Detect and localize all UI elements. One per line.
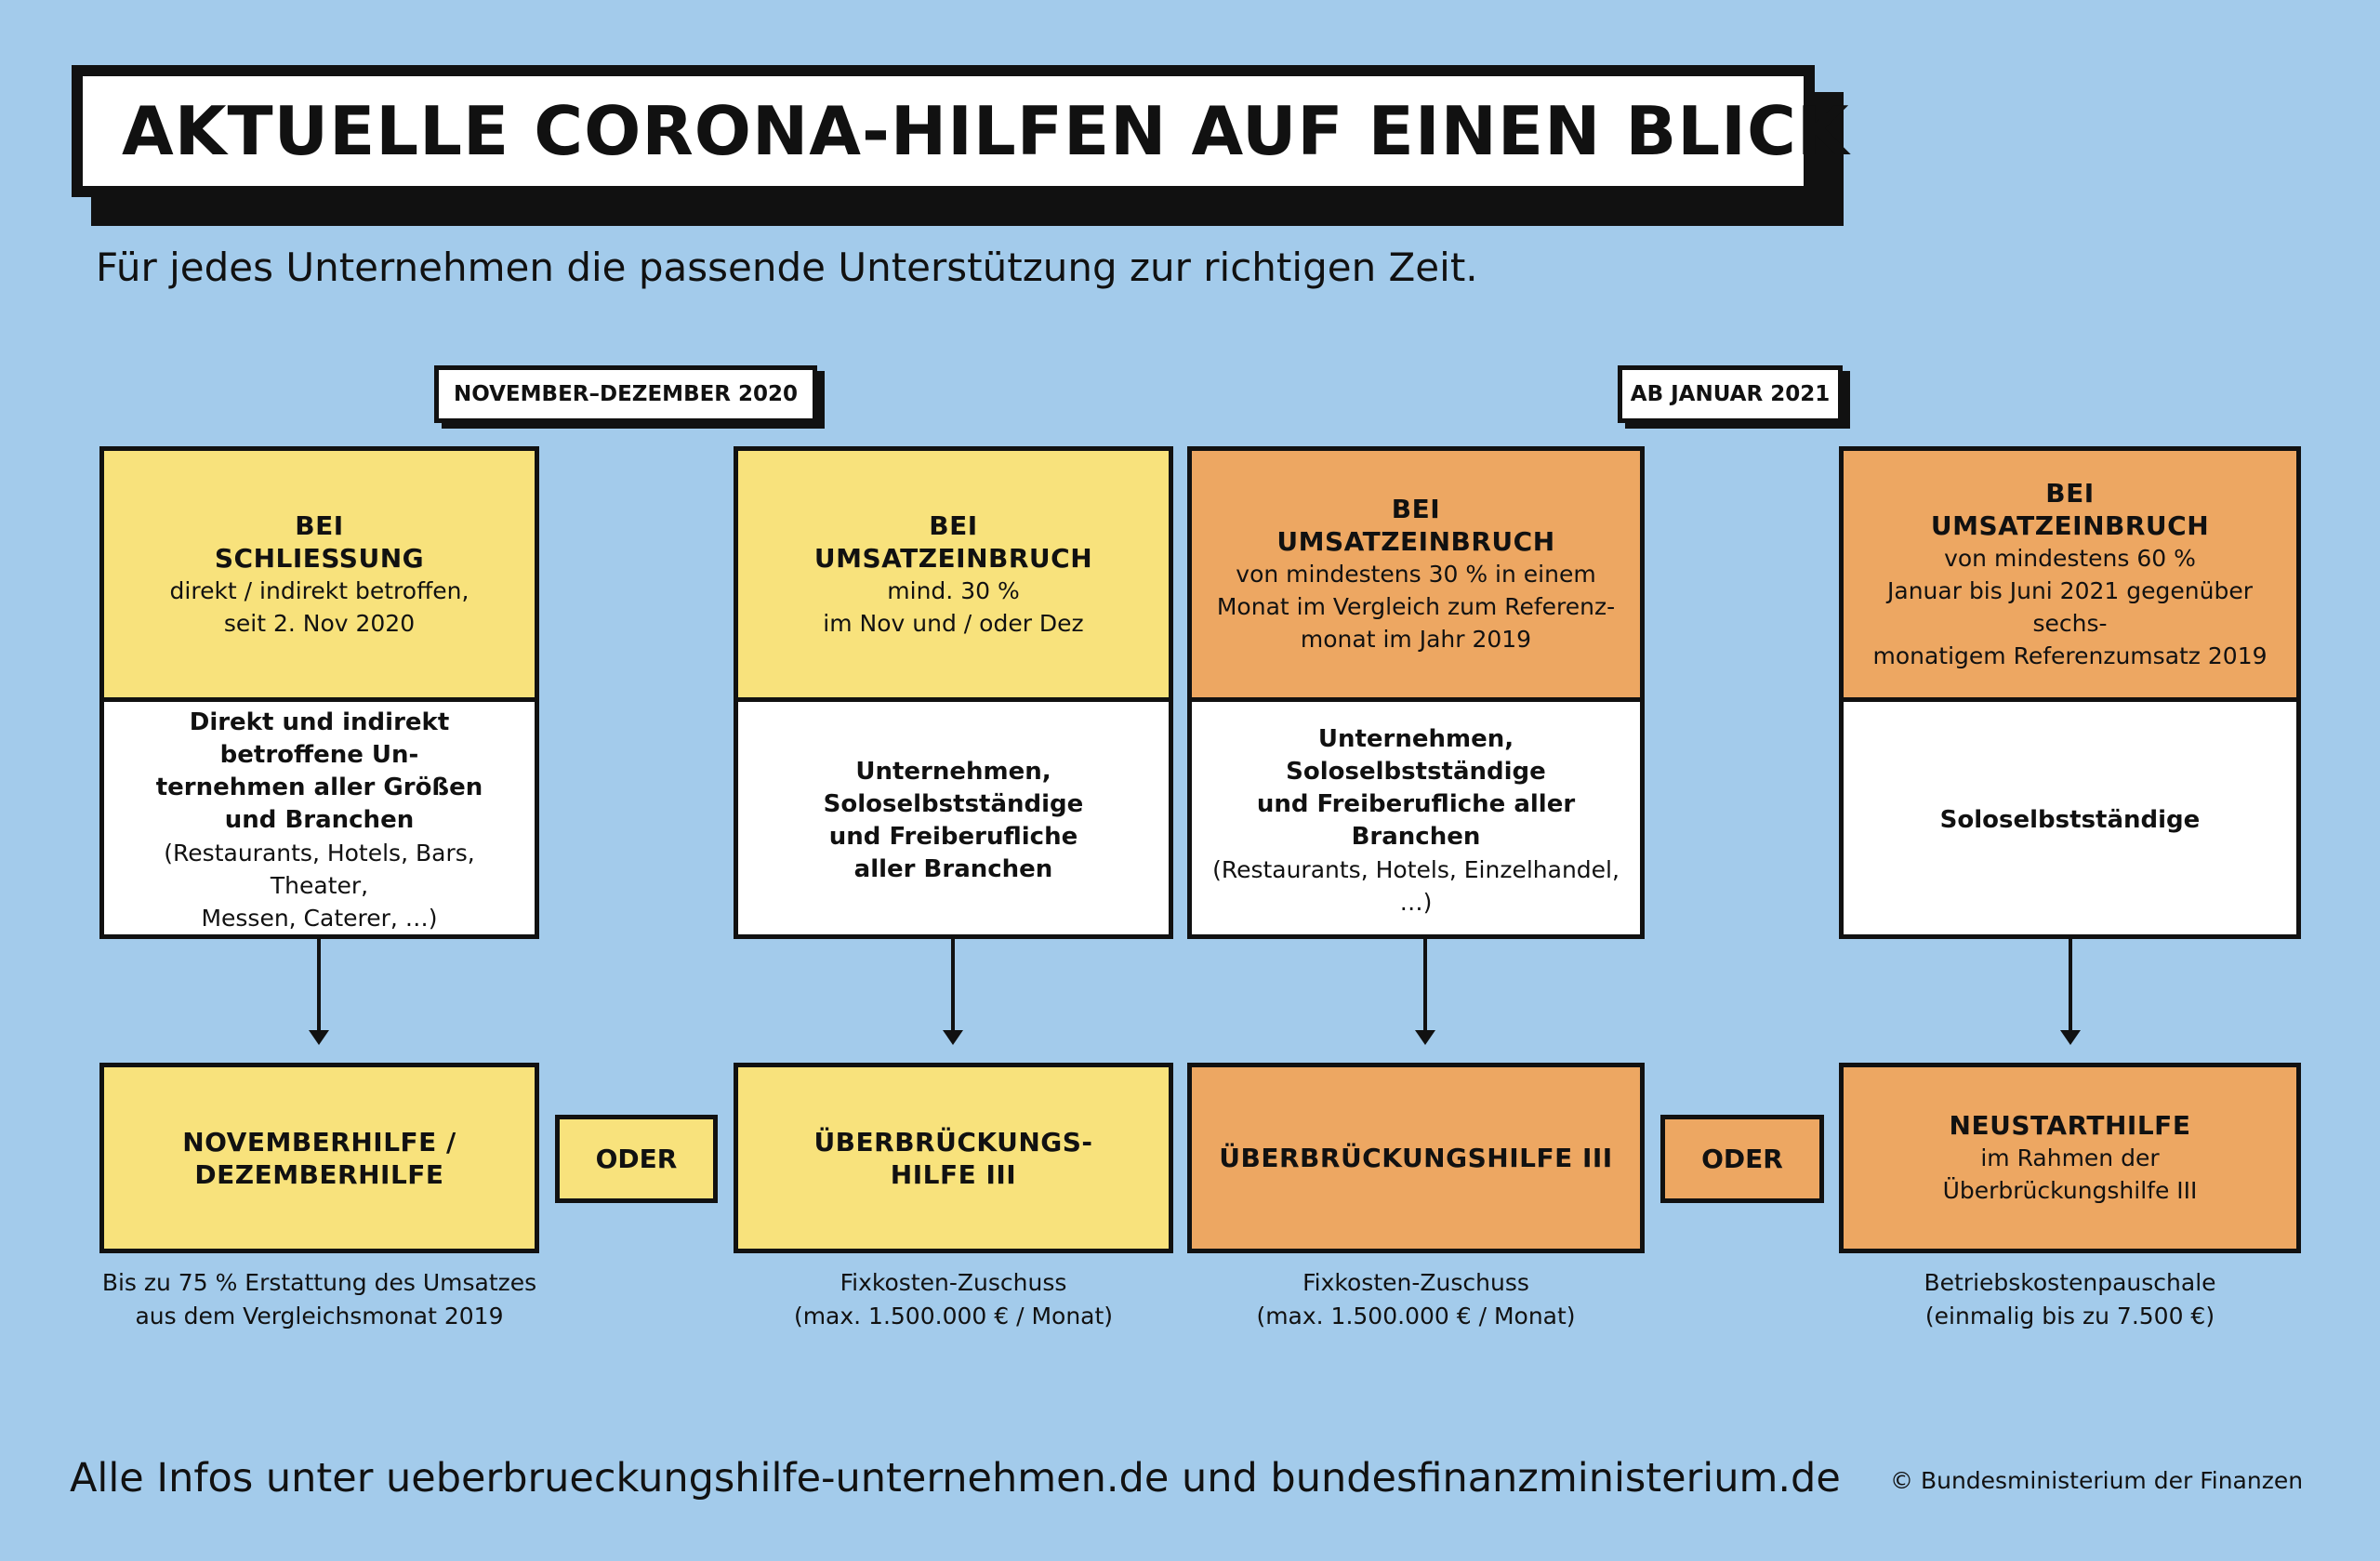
condition-heading-line: BEI xyxy=(1391,494,1441,524)
eligible-bold-line: aller Branchen xyxy=(853,854,1053,883)
program-title-line: ÜBERBRÜCKUNGSHILFE III xyxy=(1219,1143,1613,1173)
title-box: AKTUELLE CORONA-HILFEN AUF EINEN BLICK xyxy=(72,65,1849,197)
program-title-line: ÜBERBRÜCKUNGS- xyxy=(813,1126,1093,1158)
condition-header: BEI UMSATZEINBRUCH von mindestens 30 % i… xyxy=(1192,451,1640,702)
condition-text-line: monatigem Referenzumsatz 2019 xyxy=(1872,642,2268,669)
condition-heading-line: BEI xyxy=(295,509,344,541)
condition-card-2: BEI UMSATZEINBRUCH mind. 30 % im Nov und… xyxy=(734,446,1173,939)
condition-text-line: monat im Jahr 2019 xyxy=(1300,626,1532,653)
condition-text-line: im Nov und / oder Dez xyxy=(823,609,1084,637)
program-novemberhilfe: NOVEMBERHILFE / DEZEMBERHILFE xyxy=(99,1063,539,1253)
program-text-line: Überbrückungshilfe III xyxy=(1942,1177,2198,1204)
eligible-bold-line: Soloselbstständige xyxy=(1939,806,2201,834)
condition-heading-line: SCHLIESSUNG xyxy=(214,542,425,574)
page-title: AKTUELLE CORONA-HILFEN AUF EINEN BLICK xyxy=(122,92,1850,170)
arrow-down-icon xyxy=(317,939,321,1032)
program-note-line: (einmalig bis zu 7.500 €) xyxy=(1924,1303,2215,1329)
footer-copyright: © Bundesministerium der Finanzen xyxy=(1890,1467,2304,1494)
condition-card-4: BEI UMSATZEINBRUCH von mindestens 60 % J… xyxy=(1839,446,2301,939)
condition-heading-line: UMSATZEINBRUCH xyxy=(1930,509,2210,541)
program-title-line: NOVEMBERHILFE / xyxy=(182,1126,456,1158)
eligible-text-line: (Restaurants, Hotels, Einzelhandel, …) xyxy=(1212,855,1620,916)
program-neustarthilfe: NEUSTARTHILFE im Rahmen der Überbrückung… xyxy=(1839,1063,2301,1253)
eligible-bold-line: Soloselbstständige xyxy=(823,789,1084,818)
program-ueberbrueckungshilfe-yellow: ÜBERBRÜCKUNGS- HILFE III xyxy=(734,1063,1173,1253)
program-note-line: Bis zu 75 % Erstattung des Umsatzes xyxy=(101,1269,537,1296)
program-note: Bis zu 75 % Erstattung des Umsatzes aus … xyxy=(93,1266,546,1333)
condition-heading-line: UMSATZEINBRUCH xyxy=(1276,526,1555,557)
program-title-line: HILFE III xyxy=(890,1158,1017,1190)
arrow-head-icon xyxy=(309,1030,329,1045)
eligible-bold-line: Direkt und indirekt betroffene Un- xyxy=(189,708,450,769)
program-note-line: Betriebskostenpauschale xyxy=(1924,1269,2216,1296)
eligible-section: Unternehmen, Soloselbstständige und Frei… xyxy=(1192,707,1640,934)
eligible-text-line: (Restaurants, Hotels, Bars, Theater, xyxy=(164,840,475,899)
program-note-line: Fixkosten-Zuschuss xyxy=(840,1269,1067,1296)
page-subtitle: Für jedes Unternehmen die passende Unter… xyxy=(96,245,1478,290)
program-ueberbrueckungshilfe-orange: ÜBERBRÜCKUNGSHILFE III xyxy=(1187,1063,1645,1253)
condition-text-line: seit 2. Nov 2020 xyxy=(223,609,416,637)
oder-connector: ODER xyxy=(555,1115,718,1203)
condition-header: BEI SCHLIESSUNG direkt / indirekt betrof… xyxy=(104,451,535,702)
condition-text-line: direkt / indirekt betroffen, xyxy=(169,576,469,604)
program-note: Betriebskostenpauschale (einmalig bis zu… xyxy=(1832,1266,2307,1333)
eligible-bold-line: und Freiberufliche aller Branchen xyxy=(1256,789,1576,851)
program-note-line: Fixkosten-Zuschuss xyxy=(1302,1269,1529,1296)
period-label-nov-dez: NOVEMBER–DEZEMBER 2020 xyxy=(434,365,817,423)
eligible-bold-line: und Freiberufliche xyxy=(828,822,1078,851)
condition-card-3: BEI UMSATZEINBRUCH von mindestens 30 % i… xyxy=(1187,446,1645,939)
footer-info-link[interactable]: Alle Infos unter ueberbrueckungshilfe-un… xyxy=(70,1455,1841,1501)
program-note-line: (max. 1.500.000 € / Monat) xyxy=(1256,1303,1576,1329)
condition-text-line: von mindestens 30 % in einem xyxy=(1236,561,1596,588)
arrow-head-icon xyxy=(1415,1030,1435,1045)
arrow-down-icon xyxy=(951,939,955,1032)
eligible-bold-line: ternehmen aller Größen xyxy=(155,774,483,801)
arrow-down-icon xyxy=(2069,939,2072,1032)
eligible-bold-line: Unternehmen, xyxy=(855,757,1051,786)
arrow-down-icon xyxy=(1423,939,1427,1032)
condition-heading-line: BEI xyxy=(929,509,978,541)
condition-text-line: Monat im Vergleich zum Referenz- xyxy=(1216,593,1616,620)
program-text-line: im Rahmen der xyxy=(1980,1144,2160,1171)
program-note-line: (max. 1.500.000 € / Monat) xyxy=(793,1303,1114,1329)
condition-text-line: Januar bis Juni 2021 gegenüber sechs- xyxy=(1887,576,2253,637)
eligible-bold-line: und Branchen xyxy=(224,806,415,834)
eligible-bold-line: Unternehmen, Soloselbstständige xyxy=(1286,724,1546,786)
program-note: Fixkosten-Zuschuss (max. 1.500.000 € / M… xyxy=(727,1266,1180,1333)
eligible-section: Unternehmen, Soloselbstständige und Frei… xyxy=(738,707,1169,934)
condition-heading-line: UMSATZEINBRUCH xyxy=(813,542,1093,574)
eligible-section: Direkt und indirekt betroffene Un- terne… xyxy=(104,707,535,934)
program-title-line: DEZEMBERHILFE xyxy=(194,1158,444,1190)
program-note: Fixkosten-Zuschuss (max. 1.500.000 € / M… xyxy=(1181,1266,1651,1333)
condition-heading-line: BEI xyxy=(2045,477,2095,509)
arrow-head-icon xyxy=(943,1030,963,1045)
program-note-line: aus dem Vergleichsmonat 2019 xyxy=(135,1303,504,1329)
condition-card-1: BEI SCHLIESSUNG direkt / indirekt betrof… xyxy=(99,446,539,939)
program-title-line: NEUSTARTHILFE xyxy=(1949,1110,2191,1141)
eligible-text-line: Messen, Caterer, …) xyxy=(201,905,438,932)
condition-header: BEI UMSATZEINBRUCH mind. 30 % im Nov und… xyxy=(738,451,1169,702)
period-label-ab-januar: AB JANUAR 2021 xyxy=(1618,365,1843,423)
oder-connector: ODER xyxy=(1660,1115,1824,1203)
condition-text-line: mind. 30 % xyxy=(887,576,1020,604)
condition-header: BEI UMSATZEINBRUCH von mindestens 60 % J… xyxy=(1844,451,2296,702)
arrow-head-icon xyxy=(2060,1030,2081,1045)
eligible-section: Soloselbstständige xyxy=(1844,707,2296,934)
condition-text-line: von mindestens 60 % xyxy=(1944,544,2196,572)
